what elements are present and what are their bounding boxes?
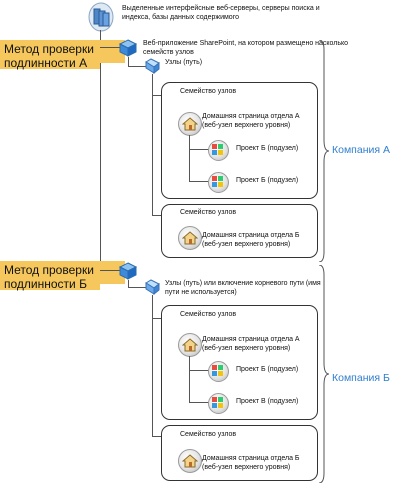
company-a-label: Компания А [332, 144, 390, 156]
project-glyph [212, 365, 223, 376]
project-glyph [212, 144, 223, 155]
home-glyph [182, 454, 198, 468]
webapp-b-cube-icon [118, 262, 138, 280]
trunk-line [100, 30, 101, 270]
auth-b-label: Метод проверки подлинности Б [4, 263, 94, 291]
site-collection-b2-title: Семейство узлов [180, 431, 237, 438]
webapp-a-caption: Веб-приложение SharePoint, на котором ра… [143, 40, 349, 56]
server-farm-icon [88, 2, 114, 32]
site-collection-b1 [161, 305, 318, 420]
project-glyph [212, 176, 223, 187]
home-glyph [182, 231, 198, 245]
company-b-brace [318, 265, 330, 483]
site-b1-sub1-label: Проект Б (подузел) [236, 366, 299, 373]
site-collection-b1-title: Семейство узлов [180, 311, 237, 318]
site-a1-root-label: Домашняя страница отдела А (веб-узел вер… [202, 113, 300, 129]
home-glyph [182, 117, 198, 131]
path-a-caption: Узлы (путь) [165, 59, 203, 66]
path-b-caption: Узлы (путь) или включение корневого пути… [165, 280, 321, 296]
path-b-folder-icon [145, 279, 160, 295]
site-b2-root-label: Домашняя страница отдела Б (веб-узел вер… [202, 455, 300, 471]
home-glyph [182, 338, 198, 352]
company-b-label: Компания Б [332, 372, 390, 384]
path-a-folder-icon [145, 58, 160, 74]
site-collection-a1-title: Семейство узлов [180, 88, 237, 95]
auth-a-band-2 [0, 55, 100, 69]
site-a1-sub1-label: Проект Б (подузел) [236, 145, 299, 152]
site-collection-a2-title: Семейство узлов [180, 209, 237, 216]
company-a-brace [318, 40, 330, 262]
project-glyph [212, 397, 223, 408]
site-collection-a1 [161, 82, 318, 199]
webapp-a-cube-icon [118, 39, 138, 57]
site-b1-sub2-label: Проект В (подузел) [236, 398, 299, 405]
site-a2-root-label: Домашняя страница отдела Б (веб-узел вер… [202, 232, 300, 248]
site-a1-sub2-label: Проект Б (подузел) [236, 177, 299, 184]
home-icon [178, 449, 202, 473]
auth-b-band-2 [0, 276, 100, 290]
site-b1-root-label: Домашняя страница отдела А (веб-узел вер… [202, 336, 300, 352]
servers-caption: Выделенные интерфейсные веб-серверы, сер… [122, 5, 320, 21]
auth-a-label: Метод проверки подлинности А [4, 42, 94, 70]
